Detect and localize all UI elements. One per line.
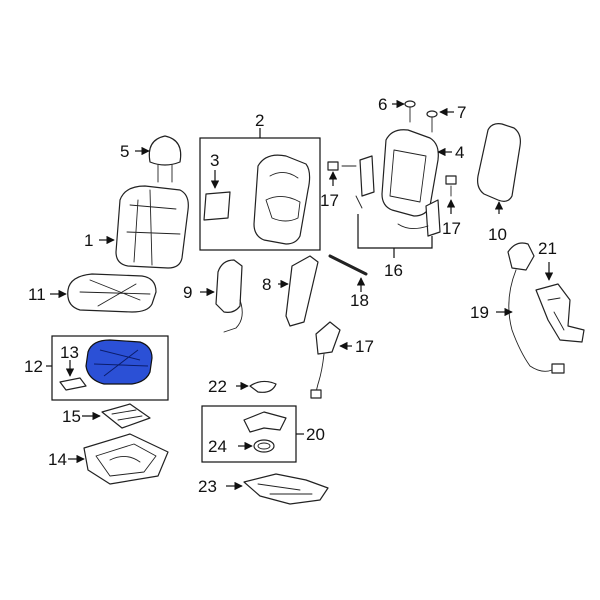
callout-7: 7 bbox=[457, 103, 466, 122]
seat-back-pad-part bbox=[253, 154, 311, 245]
heater-pad-part bbox=[101, 403, 151, 429]
rod-19-part bbox=[328, 254, 368, 276]
bracket-left-part bbox=[355, 155, 375, 209]
bolt-6-part bbox=[404, 100, 416, 123]
callout-2: 2 bbox=[255, 111, 264, 130]
callout-19: 18 bbox=[350, 291, 369, 310]
cushion-pad-fill bbox=[85, 339, 153, 385]
seat-cushion-cover-part bbox=[67, 273, 157, 313]
callout-17a: 17 bbox=[320, 191, 339, 210]
callout-18: 17 bbox=[355, 337, 374, 356]
headrest-part bbox=[148, 135, 182, 183]
back-pad-label-part bbox=[203, 191, 231, 221]
callout-12: 12 bbox=[24, 357, 43, 376]
mechanism-21-part bbox=[243, 411, 287, 433]
callout-22: 21 bbox=[538, 239, 557, 258]
callout-6: 6 bbox=[378, 95, 387, 114]
callout-4: 4 bbox=[455, 143, 464, 162]
ring-25-inner bbox=[257, 442, 271, 450]
callout-16: 16 bbox=[384, 261, 403, 280]
label-tag-part bbox=[59, 377, 87, 391]
ring-clip-23-part bbox=[249, 380, 277, 393]
callout-20: 19 bbox=[470, 303, 489, 322]
seat-back-frame-part bbox=[381, 129, 439, 217]
side-trim-9-part bbox=[215, 259, 243, 333]
callout-5: 5 bbox=[120, 142, 129, 161]
callout-14: 14 bbox=[48, 450, 67, 469]
callout-10: 10 bbox=[488, 225, 507, 244]
cushion-frame-part bbox=[83, 433, 169, 485]
callout-17b: 17 bbox=[442, 219, 461, 238]
callout-23: 22 bbox=[208, 377, 227, 396]
callout-13: 13 bbox=[60, 343, 79, 362]
ring-25-part bbox=[253, 439, 275, 453]
seat-cushion-pad-part bbox=[85, 339, 153, 385]
callout-1: 1 bbox=[84, 231, 93, 250]
callout-15: 15 bbox=[62, 407, 81, 426]
heater-pad-lines bbox=[111, 409, 143, 421]
bracket-16 bbox=[357, 214, 433, 249]
bolt-7-part bbox=[426, 110, 438, 133]
callout-11: 11 bbox=[28, 285, 46, 304]
side-trim-8-part bbox=[285, 255, 319, 327]
callout-24: 23 bbox=[198, 477, 217, 496]
bracket-22-part bbox=[535, 283, 585, 343]
callout-25: 24 bbox=[208, 437, 227, 456]
back-panel-part bbox=[477, 123, 521, 202]
callout-3: 3 bbox=[210, 151, 219, 170]
box-12 bbox=[51, 335, 169, 401]
callout-9: 9 bbox=[183, 283, 192, 302]
sensor-18-part bbox=[310, 321, 341, 399]
cable-20-part bbox=[507, 242, 565, 374]
screw-17a-part bbox=[327, 161, 357, 171]
callout-21: 20 bbox=[306, 425, 325, 444]
callout-8: 8 bbox=[262, 275, 271, 294]
screw-17b-part bbox=[445, 175, 457, 197]
base-plate-24-part bbox=[243, 473, 329, 505]
seat-back-cover-part bbox=[115, 185, 189, 269]
bracket-right-part bbox=[397, 199, 441, 237]
